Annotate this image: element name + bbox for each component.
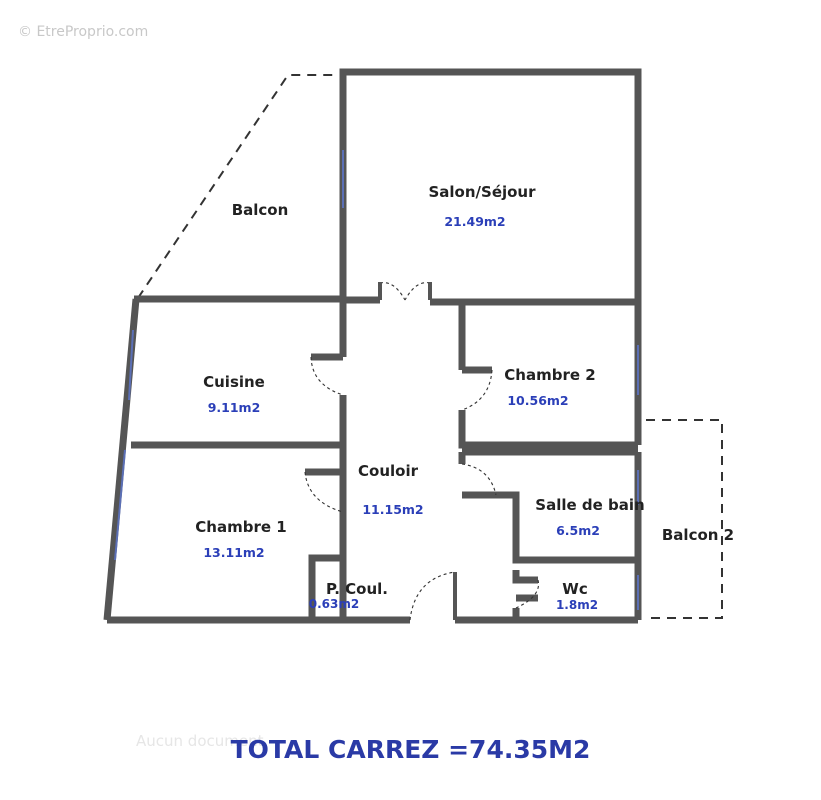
window-chambre1 (114, 449, 126, 561)
couloir-area: 11.15m2 (362, 502, 423, 517)
p-coul-label: P. Coul. (326, 580, 388, 598)
balcon2-label: Balcon 2 (662, 526, 734, 544)
window-cuisine (128, 329, 134, 401)
wc-walls (512, 570, 639, 620)
entrance-door (409, 571, 456, 621)
total-carrez: TOTAL CARREZ =74.35M2 (230, 735, 591, 764)
salon-area: 21.49m2 (444, 214, 505, 229)
couloir-label: Couloir (358, 462, 419, 480)
chambre1-label: Chambre 1 (195, 518, 286, 536)
cuisine-door (310, 356, 344, 396)
balcon-label: Balcon (232, 201, 289, 219)
watermark-text-bottom: Aucun document (136, 732, 264, 750)
chambre2-door (461, 369, 493, 411)
salle-de-bain-area: 6.5m2 (556, 523, 600, 538)
wc-label: Wc (562, 580, 587, 598)
salle-de-bain-door (461, 463, 497, 496)
cuisine-walls (131, 300, 347, 449)
chambre2-area: 10.56m2 (507, 393, 568, 408)
cuisine-area: 9.11m2 (208, 400, 261, 415)
watermark-text: © EtreProprio.com (18, 24, 149, 40)
cuisine-label: Cuisine (203, 373, 265, 391)
chambre1-door (304, 471, 344, 513)
chambre2-label: Chambre 2 (504, 366, 595, 384)
balcon2-outline (646, 419, 723, 619)
chambre1-walls (107, 445, 410, 624)
salon-label: Salon/Séjour (428, 183, 536, 201)
p-coul-walls (308, 554, 343, 620)
salon-walls (339, 68, 642, 306)
salle-de-bain-label: Salle de bain (535, 496, 644, 514)
balcon-outline (137, 74, 338, 299)
wc-area: 1.8m2 (556, 598, 598, 612)
chambre1-area: 13.11m2 (203, 545, 264, 560)
wc-door (515, 579, 540, 609)
p-coul-area: 0.63m2 (309, 597, 359, 611)
chambre2-walls (458, 304, 642, 449)
salon-door (379, 282, 431, 301)
